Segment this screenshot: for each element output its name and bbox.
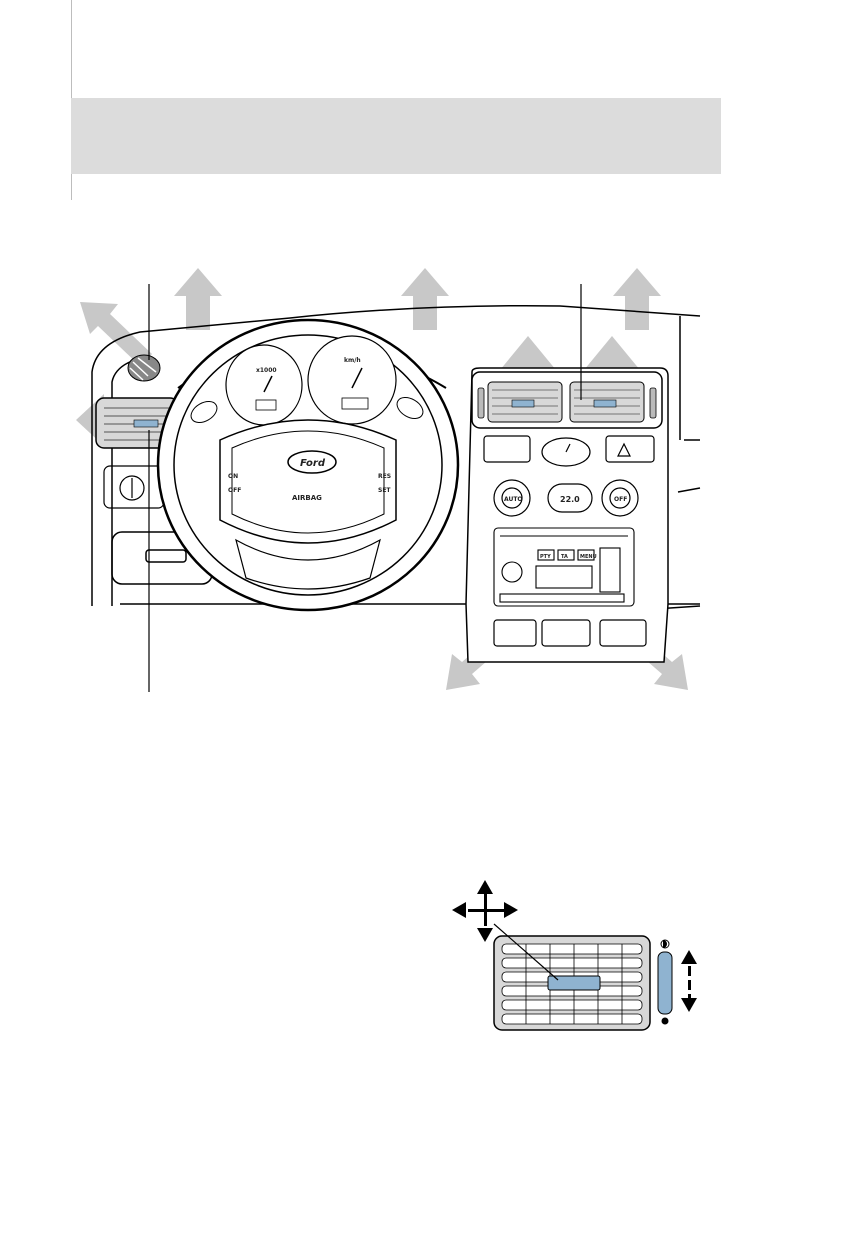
radio-unit: PTY TA MENU	[493, 527, 635, 607]
tachometer	[225, 344, 303, 426]
climate-auto-label: AUTO	[504, 496, 523, 503]
cruise-off-label: OFF	[228, 487, 241, 494]
hazard-icon	[617, 442, 631, 457]
vent-thumbwheel	[657, 951, 673, 1015]
cruise-on-label: ON	[228, 473, 238, 480]
radio-pty: PTY	[540, 554, 551, 560]
move-cross-icon	[452, 880, 518, 942]
arrow-up-icon	[613, 268, 661, 330]
radio-menu: MENU	[580, 554, 597, 560]
steering-wheel: x1000 km/h Ford AIRBAG ON OFF RES SET	[156, 318, 460, 612]
speedo-unit: km/h	[344, 357, 361, 364]
vertical-arrow-icon	[681, 950, 697, 1012]
arrow-up-icon	[401, 268, 449, 330]
climate-off-label: OFF	[614, 496, 627, 503]
climate-control: AUTO OFF 22.0	[493, 479, 639, 517]
radio-ta: TA	[561, 554, 568, 560]
ford-logo	[287, 450, 337, 474]
logo-text: Ford	[300, 458, 326, 469]
section-header-bar	[71, 98, 721, 174]
cruise-res-label: RES	[378, 473, 391, 480]
arrow-up-icon	[174, 268, 222, 330]
side-demister-vent	[127, 354, 161, 382]
clock-row	[483, 435, 655, 467]
tacho-unit: x1000	[256, 367, 277, 374]
arrow-diag-icon	[80, 302, 152, 366]
cruise-set-label: SET	[378, 487, 391, 494]
airbag-label: AIRBAG	[292, 494, 322, 502]
vent-detail	[493, 923, 673, 1031]
vent-adjuster-tab	[547, 975, 601, 991]
speedometer	[307, 335, 397, 425]
center-air-vents	[477, 381, 657, 423]
lower-switches	[493, 619, 647, 647]
light-switch-panel	[103, 465, 165, 509]
climate-temp: 22.0	[560, 495, 580, 504]
